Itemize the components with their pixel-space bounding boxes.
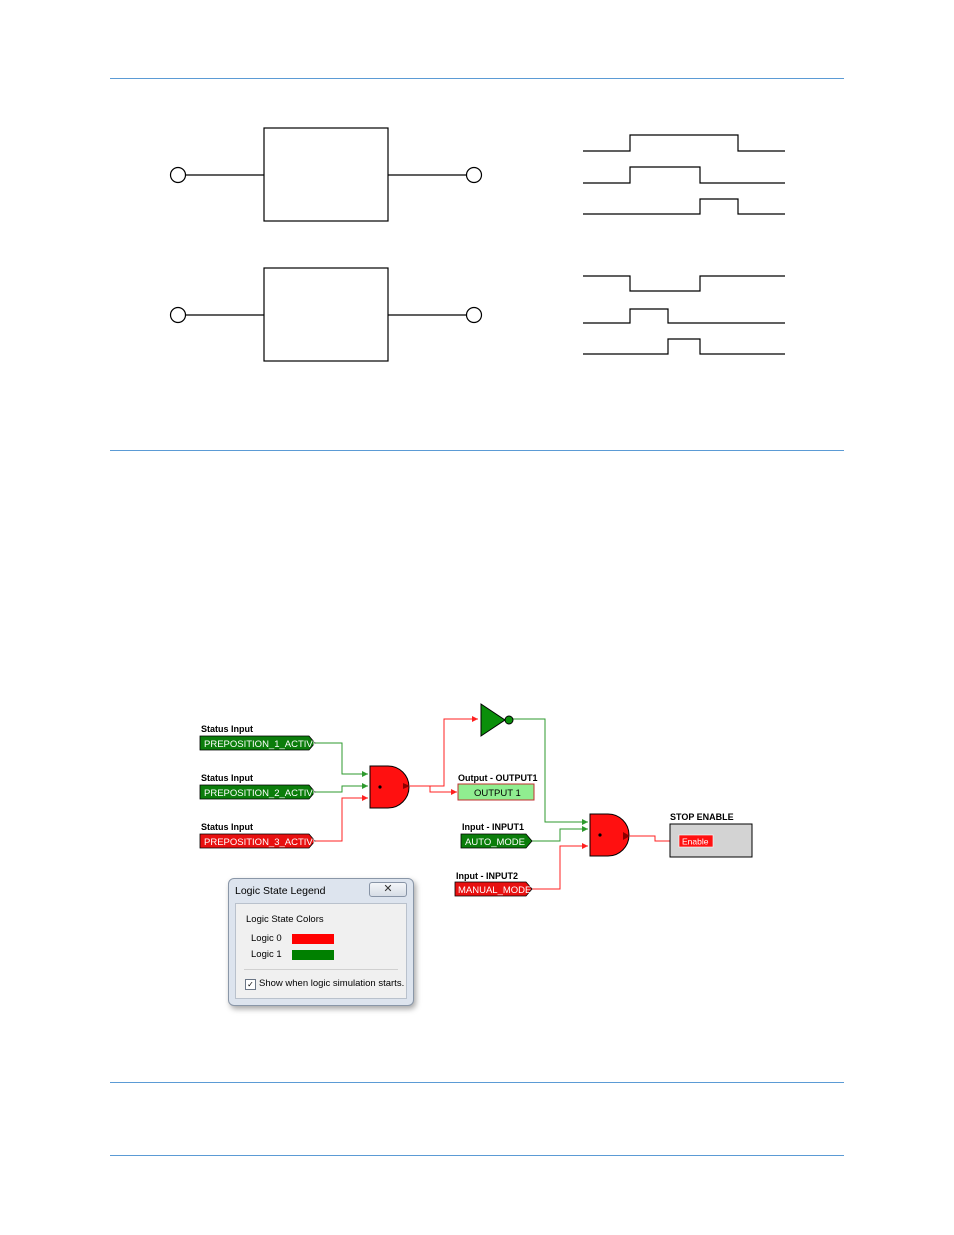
timer-diagram-1 — [169, 127, 483, 222]
legend-logic1-label: Logic 1 — [251, 949, 282, 960]
waveform-1b — [583, 166, 785, 184]
wire-arrows — [362, 716, 678, 849]
wire-manual-mode — [532, 845, 588, 890]
input1-label: Input - INPUT1 — [462, 822, 524, 832]
timer-block-2 — [263, 267, 389, 362]
tag-manual-mode-text: MANUAL_MODE — [458, 885, 531, 896]
and-gate-2-output-arrow — [623, 832, 630, 840]
legend-logic1-swatch — [292, 950, 334, 960]
legend-body: Logic State Colors Logic 0 Logic 1 ✓ Sho… — [235, 903, 407, 999]
wire-auto-mode — [532, 828, 588, 842]
and-gate-1-dot — [378, 785, 382, 789]
tag-auto-mode-text: AUTO_MODE — [465, 837, 525, 848]
tag-preposition-2[interactable] — [199, 784, 316, 800]
footer-rule — [110, 1155, 844, 1156]
output1-box[interactable] — [457, 783, 535, 801]
logic-wires — [315, 718, 678, 890]
section-rule-2 — [110, 1082, 844, 1083]
timer-block-1 — [263, 127, 389, 222]
input-terminal-1 — [169, 166, 187, 184]
tag-manual-mode[interactable] — [454, 881, 533, 897]
wire-not-to-and2 — [513, 718, 588, 823]
status-input-label-3: Status Input — [201, 822, 253, 832]
legend-logic0-swatch — [292, 934, 334, 944]
output-terminal-2 — [465, 306, 483, 324]
timer-diagram-2 — [169, 267, 483, 362]
legend-logic0-label: Logic 0 — [251, 933, 282, 944]
and-gate-2-dot — [598, 833, 602, 837]
output1-text: OUTPUT 1 — [474, 788, 521, 799]
input-terminal-2 — [169, 306, 187, 324]
enable-tag — [678, 834, 714, 848]
and-gate-2[interactable] — [589, 813, 630, 857]
output-label: Output - OUTPUT1 — [458, 773, 538, 783]
not-gate-bubble — [504, 715, 514, 725]
show-on-start-label: Show when logic simulation starts. — [259, 978, 405, 989]
tag-preposition-1-text: PREPOSITION_1_ACTIVE — [204, 739, 319, 750]
legend-title: Logic State Legend — [235, 885, 326, 897]
legend-group-title: Logic State Colors — [246, 914, 324, 925]
wire-and2-to-enable — [630, 835, 678, 842]
waveform-1a — [583, 134, 785, 152]
section-rule-1 — [110, 450, 844, 451]
input2-label: Input - INPUT2 — [456, 871, 518, 881]
status-input-label-1: Status Input — [201, 724, 253, 734]
status-input-label-2: Status Input — [201, 773, 253, 783]
not-gate[interactable] — [480, 703, 506, 737]
tag-preposition-2-text: PREPOSITION_2_ACTIVE — [204, 788, 319, 799]
waveform-2b — [583, 308, 785, 324]
timing-waveforms-1 — [583, 134, 785, 215]
legend-separator — [244, 969, 398, 970]
timing-waveforms-2 — [583, 275, 785, 355]
tag-preposition-3[interactable] — [199, 833, 316, 849]
show-on-start-checkbox[interactable]: ✓ — [245, 979, 256, 990]
tag-preposition-1[interactable] — [199, 735, 316, 751]
stop-enable-label: STOP ENABLE — [670, 812, 734, 822]
and-gate-1[interactable] — [369, 765, 410, 809]
and-gate-1-output-arrow — [403, 783, 410, 789]
wire-and1-to-output — [410, 785, 457, 793]
waveform-2c — [583, 338, 785, 355]
waveform-1c — [583, 198, 785, 215]
tag-preposition-3-text: PREPOSITION_3_ACTIVE — [204, 837, 319, 848]
wire-preposition-2 — [315, 785, 368, 793]
tag-auto-mode[interactable] — [460, 833, 533, 849]
wire-preposition-3 — [315, 797, 368, 842]
header-rule — [110, 78, 844, 79]
output-terminal-1 — [465, 166, 483, 184]
logic-state-legend-dialog: Logic State Legend ✕ Logic State Colors … — [228, 878, 414, 1006]
waveform-2a — [583, 275, 785, 292]
close-icon[interactable]: ✕ — [369, 882, 407, 897]
enable-tag-text: Enable — [682, 837, 709, 847]
wire-preposition-1 — [315, 742, 368, 775]
